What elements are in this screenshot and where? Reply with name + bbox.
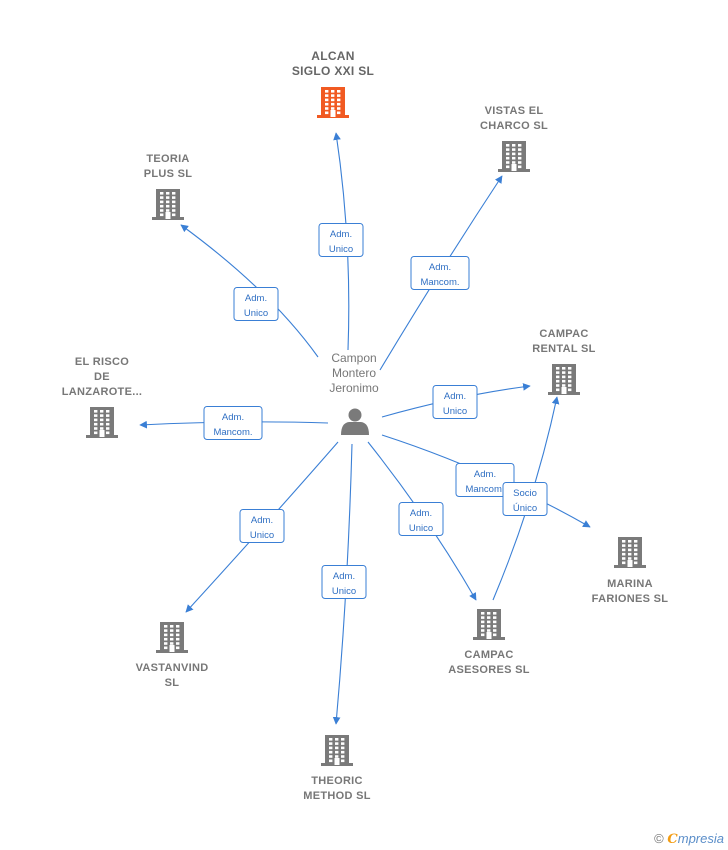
building-icon (321, 735, 353, 766)
building-icon (498, 141, 530, 172)
company-label: DE (94, 371, 110, 383)
company-label: RENTAL SL (532, 343, 595, 355)
edge-label-box (398, 502, 444, 536)
company-label: MARINA (607, 578, 653, 590)
company-label: ASESORES SL (448, 664, 530, 676)
edge-label-text: Adm. (222, 412, 244, 423)
edge-label-to-campac-rental[interactable]: Adm. Unico (432, 385, 478, 419)
building-icon (86, 407, 118, 438)
edge-label-to-marina[interactable]: Adm. Mancom. (455, 463, 515, 497)
company-label: TEORIA (146, 153, 189, 165)
company-label: METHOD SL (303, 790, 370, 802)
edge-label-text: Unico (250, 530, 274, 541)
edge-label-text: Único (513, 503, 537, 514)
company-node-el-risco[interactable]: EL RISCO DE LANZAROTE... (62, 356, 143, 438)
building-icon (156, 622, 188, 653)
edge-label-to-vistas[interactable]: Adm. Mancom. (410, 256, 470, 290)
company-label: PLUS SL (144, 168, 193, 180)
building-icon (614, 537, 646, 568)
company-label: VASTANVIND (136, 662, 209, 674)
person-label: Montero (332, 366, 376, 380)
edge-label-to-el-risco[interactable]: Adm. Mancom. (203, 406, 263, 440)
edge-label-text: Adm. (245, 293, 267, 304)
edge-label-text: Unico (332, 586, 356, 597)
company-label: EL RISCO (75, 356, 129, 368)
edge-labels-layer: Adm.UnicoAdm.Mancom.Adm.UnicoAdm.UnicoAd… (203, 223, 548, 599)
edge-label-box (239, 509, 285, 543)
edge-label-text: Adm. (251, 515, 273, 526)
edge-label-box (233, 287, 279, 321)
company-label: ALCAN (311, 49, 355, 63)
company-label: LANZAROTE... (62, 386, 143, 398)
company-label: SL (165, 677, 180, 689)
building-icon (548, 364, 580, 395)
company-node-theoric[interactable]: THEORIC METHOD SL (303, 735, 370, 802)
edge-label-to-teoria[interactable]: Adm. Unico (233, 287, 279, 321)
company-node-vastanvind[interactable]: VASTANVIND SL (136, 622, 209, 689)
person-label: Jeronimo (329, 381, 379, 395)
edge-label-box (321, 565, 367, 599)
edge-label-text: Adm. (429, 262, 451, 273)
person-label: Campon (331, 351, 376, 365)
brand-name: mpresia (677, 831, 724, 846)
company-label: CHARCO SL (480, 120, 548, 132)
edge-label-text: Mancom. (213, 427, 252, 438)
edge-label-text: Adm. (333, 571, 355, 582)
edge-label-text: Mancom. (465, 484, 504, 495)
edge-label-box (455, 463, 515, 497)
edge-label-text: Unico (329, 244, 353, 255)
edge-label-text: Unico (409, 523, 433, 534)
person-icon (341, 408, 369, 435)
company-label: SIGLO XXI SL (292, 64, 374, 78)
company-node-teoria[interactable]: TEORIA PLUS SL (144, 153, 193, 220)
edge-label-to-campac-asesores[interactable]: Adm. Unico (398, 502, 444, 536)
copyright-icon: © (654, 831, 664, 846)
edge-label-text: Mancom. (420, 277, 459, 288)
edge-label-text: Adm. (444, 391, 466, 402)
edge-label-text: Adm. (474, 469, 496, 480)
company-node-marina[interactable]: MARINA FARIONES SL (592, 537, 669, 605)
edge-label-to-theoric[interactable]: Adm. Unico (321, 565, 367, 599)
edge-label-text: Unico (443, 406, 467, 417)
company-node-campac-asesores[interactable]: CAMPAC ASESORES SL (448, 609, 530, 676)
edge-label-text: Unico (244, 308, 268, 319)
company-label: CAMPAC (539, 328, 588, 340)
edge-label-text: Adm. (410, 508, 432, 519)
edge-label-text: Socio (513, 488, 537, 499)
company-label: THEORIC (311, 775, 363, 787)
edge-label-box (432, 385, 478, 419)
edge-label-box (318, 223, 364, 257)
edge-label-box (410, 256, 470, 290)
building-icon (317, 87, 349, 118)
building-icon (152, 189, 184, 220)
company-label: FARIONES SL (592, 593, 669, 605)
edge-label-to-vastanvind[interactable]: Adm. Unico (239, 509, 285, 543)
edge-label-text: Adm. (330, 229, 352, 240)
footer-brand[interactable]: © Cmpresia (654, 831, 724, 847)
company-label: CAMPAC (464, 649, 513, 661)
company-node-vistas[interactable]: VISTAS EL CHARCO SL (480, 105, 548, 172)
company-node-campac-rental[interactable]: CAMPAC RENTAL SL (532, 328, 595, 395)
edge-label-to-alcan[interactable]: Adm. Unico (318, 223, 364, 257)
brand-initial: C (667, 832, 678, 847)
building-icon (473, 609, 505, 640)
edge-label-box (203, 406, 263, 440)
company-label: VISTAS EL (485, 105, 544, 117)
edge-label-box (502, 482, 548, 516)
